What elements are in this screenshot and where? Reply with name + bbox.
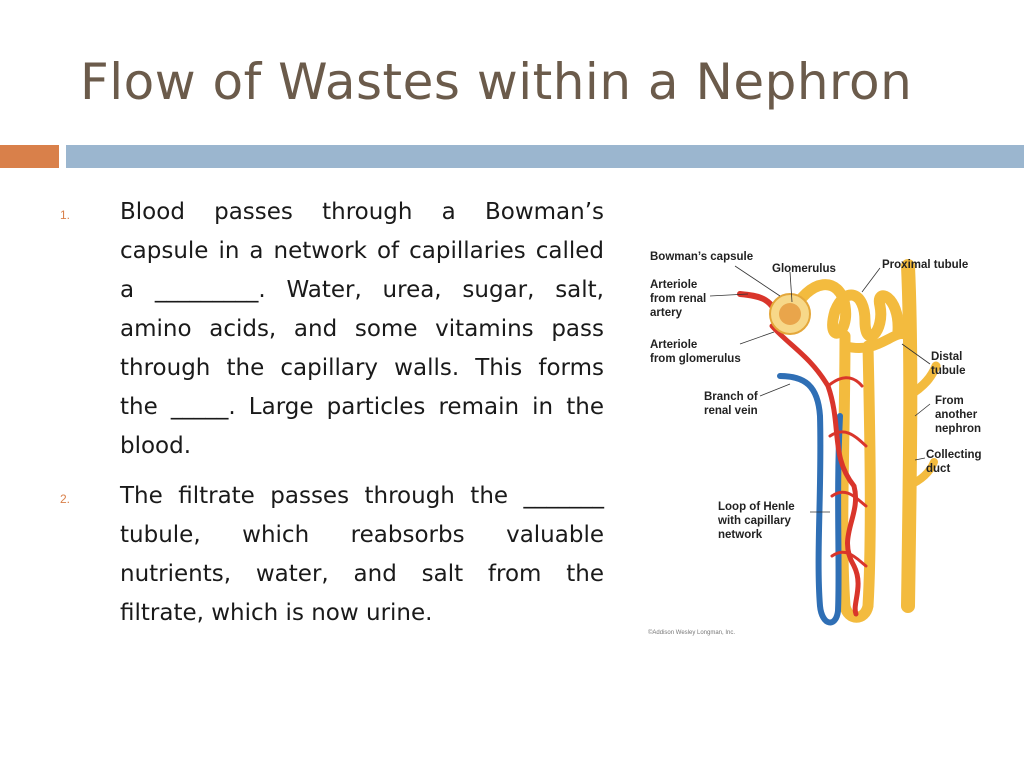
collecting-duct-branch-lower bbox=[904, 458, 938, 490]
accent-bar-blue bbox=[66, 145, 1024, 168]
nephron-illustration: Bowman’s capsule Glomerulus Proximal tub… bbox=[648, 251, 982, 636]
diagram-copyright: ©Addison Wesley Longman, Inc. bbox=[648, 629, 735, 636]
label-from-another-nephron-3: nephron bbox=[935, 423, 981, 435]
label-collecting-duct-2: duct bbox=[926, 463, 950, 475]
label-bowmans-capsule: Bowman’s capsule bbox=[650, 251, 753, 263]
capillary-network bbox=[826, 376, 868, 568]
label-collecting-duct-1: Collecting bbox=[926, 449, 982, 461]
list-number-2: 2. bbox=[60, 492, 71, 506]
label-loop-of-henle-3: network bbox=[718, 529, 763, 541]
label-loop-of-henle-1: Loop of Henle bbox=[718, 501, 795, 513]
efferent-arteriole-shape bbox=[769, 323, 861, 617]
collecting-duct-branch bbox=[903, 361, 941, 401]
distal-tubule-shape bbox=[840, 329, 913, 353]
accent-bar-orange bbox=[0, 145, 59, 168]
list-item-2: 2. The filtrate passes through the _____… bbox=[60, 477, 604, 633]
label-branch-renal-vein-1: Branch of bbox=[704, 391, 758, 403]
loop-of-henle-shape bbox=[837, 330, 876, 623]
list-number-1: 1. bbox=[60, 208, 71, 222]
label-from-another-nephron-2: another bbox=[935, 409, 978, 421]
nephron-diagram: Bowman’s capsule Glomerulus Proximal tub… bbox=[640, 236, 1000, 640]
label-arteriole-renal-2: from renal bbox=[650, 293, 706, 305]
slide-title: Flow of Wastes within a Nephron bbox=[80, 53, 913, 111]
label-branch-renal-vein-2: renal vein bbox=[704, 405, 758, 417]
renal-vein-shape bbox=[777, 373, 843, 626]
label-proximal-tubule: Proximal tubule bbox=[882, 259, 968, 271]
label-glomerulus: Glomerulus bbox=[772, 263, 836, 275]
label-from-another-nephron-1: From bbox=[935, 395, 964, 407]
label-arteriole-renal-3: artery bbox=[650, 307, 683, 319]
label-loop-of-henle-2: with capillary bbox=[717, 515, 791, 527]
collecting-duct-shape bbox=[901, 259, 918, 613]
label-arteriole-glomerulus-1: Arteriole bbox=[650, 339, 697, 351]
label-distal-tubule-2: tubule bbox=[931, 365, 966, 377]
content-list: 1. Blood passes through a Bowman’s capsu… bbox=[60, 193, 604, 644]
glomerulus-shape bbox=[779, 303, 801, 325]
proximal-tubule-shape bbox=[784, 279, 904, 342]
label-arteriole-glomerulus-2: from glomerulus bbox=[650, 353, 741, 365]
list-text-1: Blood passes through a Bowman’s capsule … bbox=[120, 199, 604, 459]
list-item-1: 1. Blood passes through a Bowman’s capsu… bbox=[60, 193, 604, 466]
label-distal-tubule-1: Distal bbox=[931, 351, 962, 363]
list-text-2: The filtrate passes through the _______ … bbox=[120, 483, 604, 626]
label-arteriole-renal-1: Arteriole bbox=[650, 279, 697, 291]
